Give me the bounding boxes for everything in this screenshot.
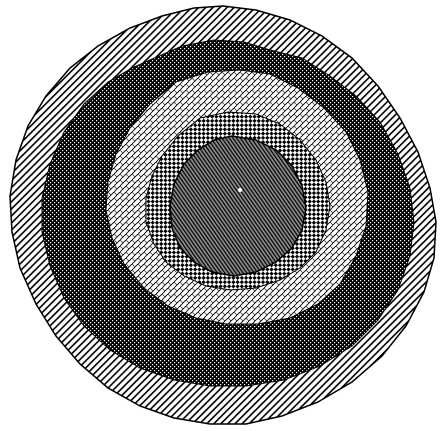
center-dot bbox=[238, 188, 242, 192]
